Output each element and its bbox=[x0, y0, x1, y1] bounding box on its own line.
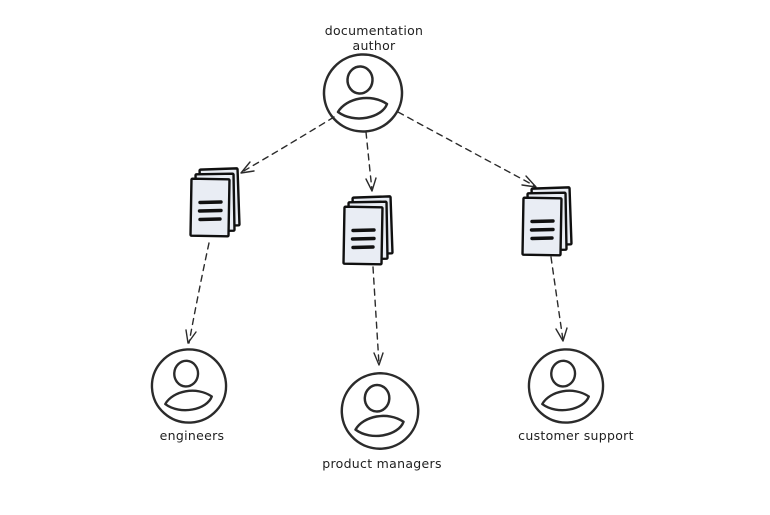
engineers-label: engineers bbox=[159, 428, 225, 443]
document-stack-icon-engineers bbox=[188, 166, 242, 239]
author-label-line2: author bbox=[352, 38, 396, 53]
arrow-author-to-engineer-docs bbox=[240, 116, 335, 174]
document-stack-icon-product-managers bbox=[341, 194, 395, 267]
person-icon-customer-support bbox=[525, 346, 607, 426]
document-stack-icon-customer-support bbox=[520, 185, 574, 258]
person-icon-author bbox=[320, 51, 406, 135]
person-icon-product-managers bbox=[338, 370, 422, 452]
arrow-author-to-customer-support-docs bbox=[397, 111, 537, 188]
author-label: documentation author bbox=[325, 23, 424, 53]
arrow-author-to-product-manager-docs bbox=[365, 131, 377, 192]
arrow-docs-to-engineers bbox=[185, 242, 210, 344]
arrow-docs-to-customer-support bbox=[550, 256, 568, 342]
arrow-docs-to-product-managers bbox=[372, 266, 384, 366]
product-managers-label: product managers bbox=[322, 456, 442, 471]
customer-support-label: customer support bbox=[518, 428, 634, 443]
author-label-line1: documentation bbox=[324, 23, 424, 38]
person-icon-engineers bbox=[148, 346, 230, 426]
